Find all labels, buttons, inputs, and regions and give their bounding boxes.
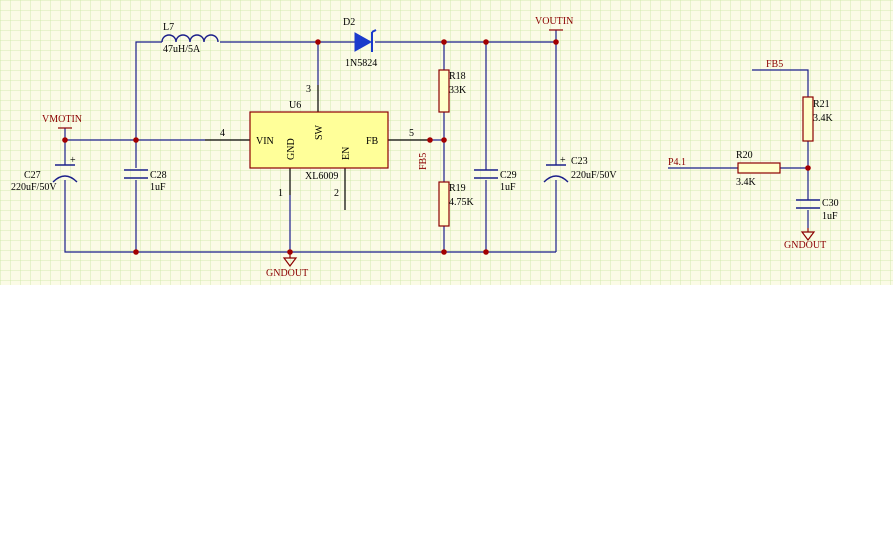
wire-fb5-r21 [752, 69, 809, 97]
net-voutin: VOUTIN [535, 16, 573, 27]
pin-name-sw: SW [314, 124, 325, 140]
ic-designator: U6 [289, 100, 301, 111]
junction-dot [805, 165, 811, 171]
pin-name-gnd: GND [286, 138, 297, 160]
r21-designator: R21 [813, 99, 830, 110]
r20-designator: R20 [736, 150, 753, 161]
resistor-r20 [737, 162, 781, 174]
junction-dot [287, 249, 293, 255]
c23-designator: C23 [571, 156, 588, 167]
resistor-r21 [802, 96, 814, 142]
c27-plate-bottom [52, 175, 78, 183]
c27-plus: + [70, 155, 76, 166]
net-fb5-vertical: FB5 [418, 153, 429, 170]
capacitor-c30 [796, 199, 820, 209]
pin-number-2: 2 [334, 188, 339, 199]
net-fb5-right: FB5 [766, 59, 783, 70]
ic-xl6009-body [249, 111, 389, 169]
junction-dot [133, 137, 139, 143]
ic-pins [205, 85, 430, 210]
pin-name-vin: VIN [256, 136, 274, 147]
c30-value: 1uF [822, 211, 838, 222]
diode-d2-bar [371, 29, 377, 52]
junction-dot [315, 39, 321, 45]
l7-designator: L7 [163, 22, 174, 33]
junction-dot [483, 39, 489, 45]
junction-dot [427, 137, 433, 143]
net-vmotin: VMOTIN [42, 114, 82, 125]
r18-designator: R18 [449, 71, 466, 82]
resistor-r18 [438, 69, 450, 113]
junction-dot [441, 249, 447, 255]
c23-plate-bottom [543, 175, 569, 183]
junction-dot [133, 249, 139, 255]
diode-d2 [354, 32, 373, 52]
c23-plus: + [560, 155, 566, 166]
junctions [62, 39, 811, 255]
resistor-r19 [438, 181, 450, 227]
net-gndout-main: GNDOUT [266, 268, 308, 279]
wire-gnd-rail [64, 180, 556, 253]
d2-value: 1N5824 [345, 58, 377, 69]
pin-name-en: EN [341, 147, 352, 160]
c23-value: 220uF/50V [571, 170, 617, 181]
c27-value: 220uF/50V [11, 182, 57, 193]
junction-dot [441, 137, 447, 143]
wires [64, 30, 809, 253]
c28-value: 1uF [150, 182, 166, 193]
net-gndout-right: GNDOUT [784, 240, 826, 251]
r18-value: 33K [449, 85, 467, 96]
c27-designator: C27 [24, 170, 41, 181]
grid-lines [0, 0, 893, 285]
pin-number-1: 1 [278, 188, 283, 199]
ic-value: XL6009 [305, 171, 338, 182]
r20-value: 3.4K [736, 177, 757, 188]
c29-designator: C29 [500, 170, 517, 181]
pin-name-fb: FB [366, 136, 379, 147]
r19-value: 4.75K [449, 197, 475, 208]
pin-number-4: 4 [220, 128, 225, 139]
c30-designator: C30 [822, 198, 839, 209]
c28-designator: C28 [150, 170, 167, 181]
junction-dot [441, 39, 447, 45]
l7-value: 47uH/5A [163, 44, 201, 55]
r19-designator: R19 [449, 183, 466, 194]
junction-dot [62, 137, 68, 143]
pin-number-3: 3 [306, 84, 311, 95]
junction-dot [483, 249, 489, 255]
ground-symbol-right [800, 228, 816, 241]
r21-value: 3.4K [813, 113, 834, 124]
c29-value: 1uF [500, 182, 516, 193]
capacitor-c29 [474, 169, 498, 179]
net-p41: P4.1 [668, 157, 686, 168]
d2-designator: D2 [343, 17, 355, 28]
junction-dot [553, 39, 559, 45]
capacitor-c28 [124, 169, 148, 179]
pin-number-5: 5 [409, 128, 414, 139]
wire-l7-left [135, 41, 162, 140]
inductor-l7 [161, 34, 219, 43]
